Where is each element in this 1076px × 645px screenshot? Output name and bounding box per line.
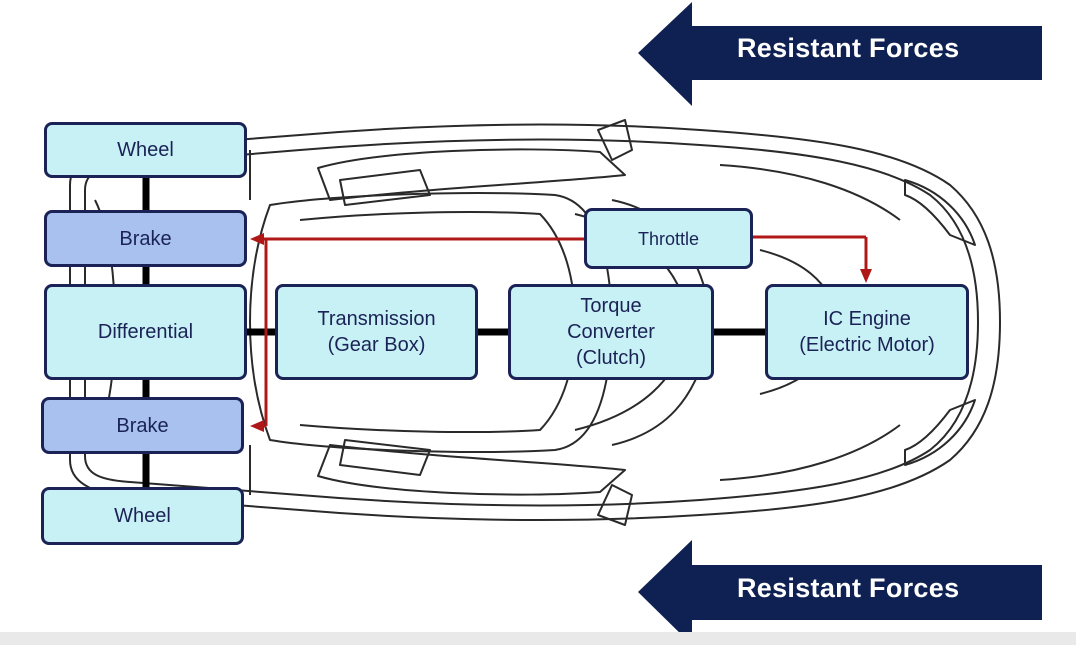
resistant-force-arrow-top [638, 2, 1042, 106]
torque-converter-label-line2: Converter [567, 321, 655, 343]
differential-label: Differential [97, 321, 194, 343]
resistant-forces-label-top: Resistant Forces [737, 33, 960, 63]
transmission-block: Transmission (Gear Box) [275, 284, 478, 380]
drivetrain-links [142, 175, 766, 490]
wheel-top-block: Wheel [44, 122, 247, 178]
resistant-forces-label-bottom: Resistant Forces [737, 573, 960, 603]
wheel-bottom-label: Wheel [114, 505, 171, 527]
engine-label-line2: (Electric Motor) [799, 334, 935, 356]
wheel-bottom-block: Wheel [41, 487, 244, 545]
wheel-top-label: Wheel [117, 139, 174, 161]
brake-bottom-label: Brake [116, 414, 169, 437]
torque-converter-label-line3: (Clutch) [575, 347, 646, 369]
brake-top-block: Brake [44, 210, 247, 267]
brake-top-label: Brake [119, 227, 172, 250]
transmission-label-line2: (Gear Box) [327, 334, 426, 356]
throttle-signal-lines [250, 233, 872, 432]
engine-block: IC Engine (Electric Motor) [765, 284, 969, 380]
engine-label-line1: IC Engine [823, 308, 911, 330]
throttle-label: Throttle [637, 228, 700, 249]
brake-bottom-block: Brake [41, 397, 244, 454]
resistant-force-arrow-bottom [638, 540, 1042, 645]
transmission-label-line1: Transmission [317, 308, 436, 330]
differential-block: Differential [44, 284, 247, 380]
bottom-strip [0, 632, 1076, 645]
throttle-block: Throttle [584, 208, 753, 269]
torque-converter-label-line1: Torque [580, 295, 642, 317]
torque-converter-block: Torque Converter (Clutch) [508, 284, 714, 380]
